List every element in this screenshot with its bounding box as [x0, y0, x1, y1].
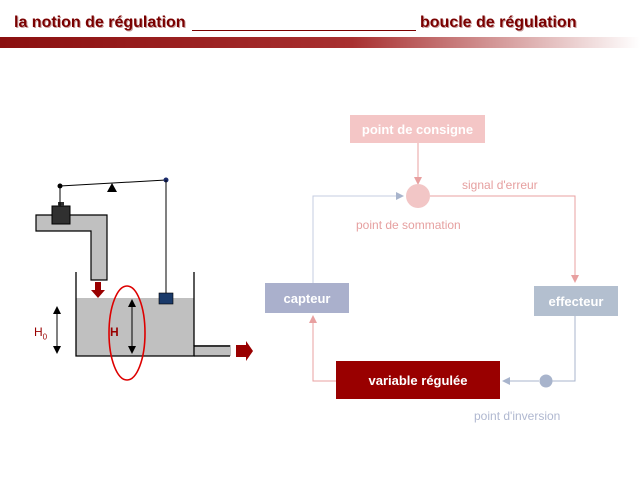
effector-box: effecteur — [534, 286, 618, 316]
h-label: H — [110, 325, 119, 339]
outflow-arrow-icon — [236, 341, 253, 361]
outlet-water — [194, 345, 231, 356]
header-right-title: boucle de régulation — [420, 14, 577, 31]
summing-point-icon — [406, 184, 430, 208]
water-level — [76, 298, 194, 356]
inflow-arrow-icon — [91, 282, 105, 298]
inlet-valve — [51, 205, 71, 225]
pivot-icon — [107, 183, 117, 192]
float — [158, 292, 174, 305]
measurement-path — [309, 315, 336, 382]
regulation-loop — [309, 143, 579, 388]
tank-schematic — [35, 177, 253, 381]
setpoint-box: point de consigne — [350, 115, 485, 143]
feedback-path — [312, 192, 404, 283]
inversion-point-label: point d'inversion — [474, 409, 561, 423]
highlight-ellipse — [108, 285, 146, 381]
float-lever — [59, 179, 167, 187]
h0-label: H0 — [34, 325, 48, 342]
error-signal-label: signal d'erreur — [462, 178, 538, 192]
header-left-title: la notion de régulation — [14, 14, 186, 31]
controlled-variable-box: variable régulée — [336, 361, 500, 399]
header-divider-line — [192, 30, 416, 31]
summing-point-label: point de sommation — [356, 218, 461, 232]
effector-output-path — [552, 316, 576, 382]
inversion-point-icon — [539, 374, 553, 388]
inlet-pipe — [35, 214, 108, 281]
header-gradient-bar — [0, 37, 640, 48]
sensor-box: capteur — [265, 283, 349, 313]
error-signal-path — [430, 195, 579, 283]
